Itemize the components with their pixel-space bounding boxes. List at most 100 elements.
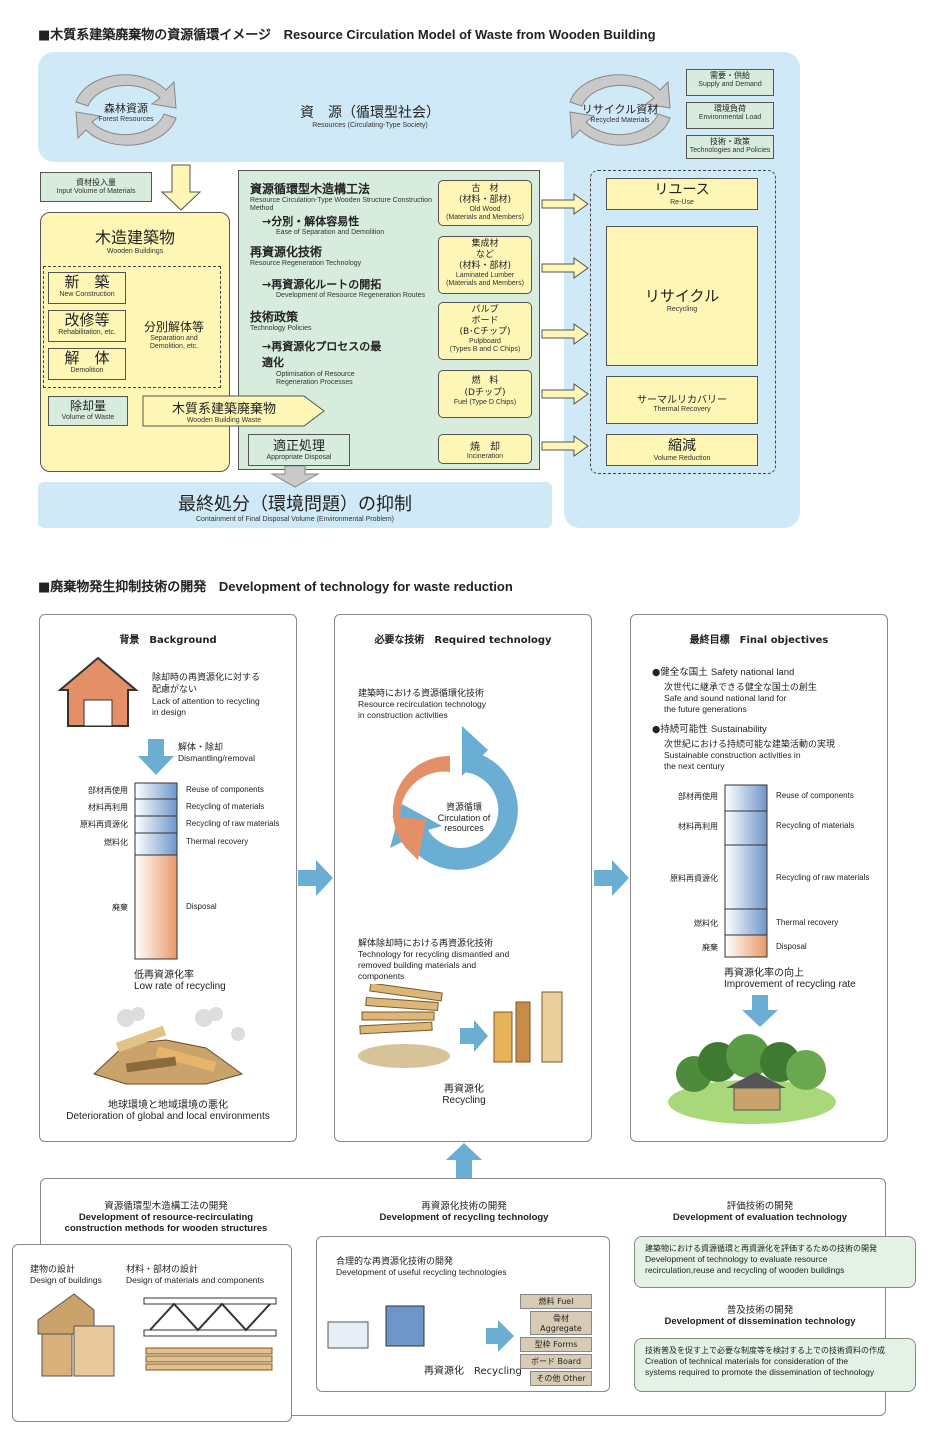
dismantle-en: Dismantling/removal (178, 753, 255, 763)
fin1-en2: Safe and sound national land for the fut… (664, 693, 787, 714)
up-arrow (446, 1143, 482, 1179)
use-jp: 合理的な再資源化技術の開発 (336, 1257, 454, 1267)
dev1-en: Development of resource-recirculating co… (64, 1212, 268, 1234)
mat1-jp: 集成材 など (材料・部材) (458, 239, 512, 271)
tech1a-jp: →分別・解体容易性 (262, 215, 360, 228)
fin1: ●健全な国土 Safety national land (652, 664, 878, 678)
rbar-en3: Thermal recovery (776, 918, 839, 927)
desm-en: Design of materials and components (126, 1275, 264, 1285)
sep-jp: 分別解体等 (143, 320, 204, 334)
forest-jp: 森林資源 (104, 102, 148, 115)
low-rate: 低再資源化率 Low rate of recycling (134, 966, 226, 992)
out2-jp: サーマルリカバリー (637, 395, 727, 406)
tech3a-en: Optimisation of Resource Regeneration Pr… (276, 371, 355, 386)
req1-jp: 建築時における資源循環化技術 (358, 689, 485, 699)
bottom-heading: ■廃棄物発生抑制技術の開発 Development of technology … (38, 576, 513, 595)
rec-jp: 再資源化 (444, 1084, 484, 1095)
mat0-jp: 古 材 (材料・部材) (458, 184, 512, 205)
imp-jp: 再資源化率の向上 (724, 968, 804, 979)
sep-en: Separation and Demolition, etc. (149, 335, 199, 350)
lbar-jp1: 材料再利用 (88, 803, 128, 812)
req2-en: Technology for recycling dismantled and … (358, 949, 510, 981)
lbar-jp4: 廃棄 (112, 903, 128, 912)
fin2-jp: ●持続可能性 (652, 724, 708, 735)
recycling-process-image (327, 1305, 514, 1352)
side-supply: 需要・供給 Supply and Demand (686, 69, 774, 96)
wbw-en: Wooden Building Waste (186, 417, 262, 424)
bg-title: 背景 Background (119, 635, 217, 646)
circulation-cycle (390, 726, 518, 870)
demo-jp: 解 体 (64, 349, 110, 367)
input-volume: 資材投入量 Input Volume of Materials (40, 172, 152, 202)
final-band (38, 482, 552, 528)
tag-aggregate: 骨材 Aggregate (530, 1311, 592, 1335)
mat-old-wood: 古 材 (材料・部材) Old Wood (Materials and Memb… (438, 180, 532, 226)
rec2-label: 再資源化 Recycling (424, 1366, 522, 1377)
side-env-jp: 環境負荷 (714, 104, 746, 113)
fin1-jp: ●健全な国土 (652, 667, 708, 678)
circ-en: Circulation of resources (437, 813, 491, 833)
tech1a-en: Ease of Separation and Demolition (276, 229, 385, 236)
mat-fuel: 燃 料 (Dチップ) Fuel (Type D Chips) (438, 370, 532, 418)
forest-cycle-icon (75, 74, 177, 146)
eval-box: 建築物における資源循環と再資源化を評価するための技術の開発 Developmen… (634, 1236, 916, 1288)
eval-jp: 建築物における資源循環と再資源化を評価するための技術の開発 (645, 1244, 877, 1253)
dev1: 資源循環型木造構工法の開発 Development of resource-re… (40, 1198, 292, 1234)
des-jp: 建物の設計 (30, 1265, 76, 1275)
fin2-jp2: 次世紀における持続可能な建築活動の実現 (664, 740, 836, 750)
dashed-group (43, 266, 221, 388)
eval-en: Development of technology to evaluate re… (645, 1254, 845, 1275)
rbar-jp2: 原料再資源化 (670, 874, 718, 883)
recycle-cycle-icon (569, 74, 671, 146)
bg-text-jp: 除却時の再資源化に対する 配慮がない (152, 673, 261, 695)
dev2-jp: 再資源化技術の開発 (421, 1201, 507, 1212)
improve-arrow (742, 995, 778, 1027)
out-recycling: リサイクル Recycling (606, 226, 758, 366)
lbar-jp2: 原料再資源化 (80, 820, 128, 829)
out3-en: Volume Reduction (653, 455, 711, 462)
dismantle-arrow (138, 739, 174, 775)
tech1-jp: 資源循環型木造構工法 (250, 182, 371, 196)
input-jp: 資材投入量 (76, 178, 116, 187)
reh-jp: 改修等 (64, 311, 110, 329)
lbar-en4: Disposal (186, 902, 217, 911)
final-en: Containment of Final Disposal Volume (En… (195, 516, 395, 523)
diss-jp: 技術普及を促す上で必要な制度等を検討する上での技術資料の作成 (645, 1346, 885, 1355)
mat0-en: Old Wood (Materials and Members) (446, 206, 524, 221)
bottom-heading-en: Development of technology for waste redu… (218, 579, 513, 594)
wooden-title: 木造建築物 Wooden Buildings (40, 224, 230, 256)
forest-resources: 森林資源 Forest Resources (86, 100, 166, 124)
tech3-en: Technology Policies (250, 325, 312, 332)
tag-other: その他 Other (530, 1371, 592, 1386)
out-reuse: リユース Re-Use (606, 178, 758, 210)
new-construction: 新 築 New Construction (48, 272, 126, 304)
forest-en: Forest Resources (98, 116, 154, 123)
rbar-jp4: 廃棄 (702, 943, 718, 952)
top-heading-jp: ■木質系建築廃棄物の資源循環イメージ (38, 28, 272, 43)
demolition: 解 体 Demolition (48, 348, 126, 380)
recycled-en: Recycled Materials (590, 117, 650, 124)
fin2-en2: Sustainable construction activities in t… (664, 750, 801, 771)
lbar-en1: Recycling of materials (186, 802, 265, 811)
bg-text-en: Lack of attention to recycling in design (152, 696, 260, 717)
rbar-en2: Recycling of raw materials (776, 873, 870, 882)
high-recycling-bar (724, 784, 768, 958)
circ-jp: 資源循環 (445, 803, 482, 813)
rehabilitation: 改修等 Rehabilitation, etc. (48, 310, 126, 342)
det-en: Deterioration of global and local enviro… (66, 1111, 270, 1122)
des-en: Design of buildings (30, 1275, 102, 1285)
rbar-jp0: 部材再使用 (678, 792, 718, 801)
resources-label: 資 源（循環型社会） Resources (Circulating-Type S… (270, 102, 470, 130)
fin-title: 最終目標 Final objectives (689, 635, 829, 646)
tag-list: 燃料 Fuel 骨材 Aggregate 型枠 Forms ボード Board … (520, 1294, 592, 1388)
vol-en: Volume of Waste (61, 414, 115, 421)
req-title: 必要な技術 Required technology (374, 635, 552, 646)
tech2-jp: 再資源化技術 (250, 245, 323, 259)
mat2-jp: パルプ ボード (B･Cチップ) (459, 305, 511, 337)
tech-texts: 資源循環型木造構工法 Resource Circulation-Type Woo… (250, 180, 436, 387)
out2-en: Thermal Recovery (653, 406, 711, 413)
lbar-jp0: 部材再使用 (88, 786, 128, 795)
improvement: 再資源化率の向上 Improvement of recycling rate (724, 964, 856, 990)
rbar-en1: Recycling of materials (776, 821, 855, 830)
mat-laminated: 集成材 など (材料・部材) Laminated Lumber (Materia… (438, 236, 532, 294)
